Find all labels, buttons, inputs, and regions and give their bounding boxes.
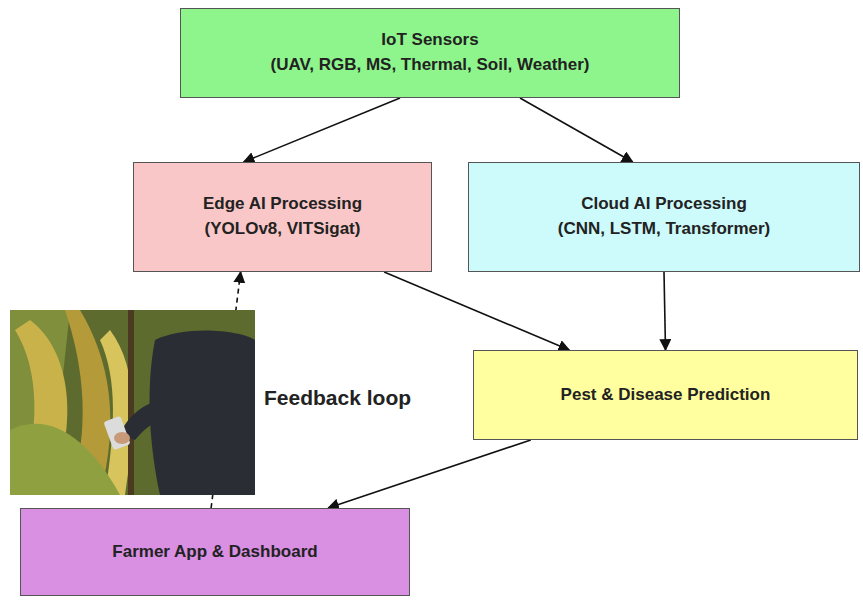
box-title: Cloud AI Processing <box>581 192 747 217</box>
box-detail: (CNN, LSTM, Transformer) <box>558 217 771 242</box>
app-box: Farmer App & Dashboard <box>20 508 410 596</box>
box-detail: (YOLOv8, VITSigat) <box>205 217 361 242</box>
box-detail: (UAV, RGB, MS, Thermal, Soil, Weather) <box>271 53 590 78</box>
flow-arrow <box>244 98 400 162</box>
flow-arrow <box>664 272 666 350</box>
prediction-box: Pest & Disease Prediction <box>473 350 858 440</box>
flow-arrow <box>328 440 531 508</box>
box-title: Edge AI Processing <box>203 192 362 217</box>
sensor-box: IoT Sensors(UAV, RGB, MS, Thermal, Soil,… <box>180 8 680 98</box>
cloud-process-box: Cloud AI Processing(CNN, LSTM, Transform… <box>468 162 860 272</box>
flow-arrow <box>384 272 569 350</box>
flow-arrow <box>520 98 633 162</box>
annotation-label: Feedback loop <box>262 386 413 410</box>
box-title: IoT Sensors <box>381 28 478 53</box>
edge-process-box: Edge AI Processing(YOLOv8, VITSigat) <box>133 162 432 272</box>
box-title: Farmer App & Dashboard <box>112 540 317 565</box>
farmer-photo <box>10 310 255 495</box>
box-title: Pest & Disease Prediction <box>561 383 771 408</box>
